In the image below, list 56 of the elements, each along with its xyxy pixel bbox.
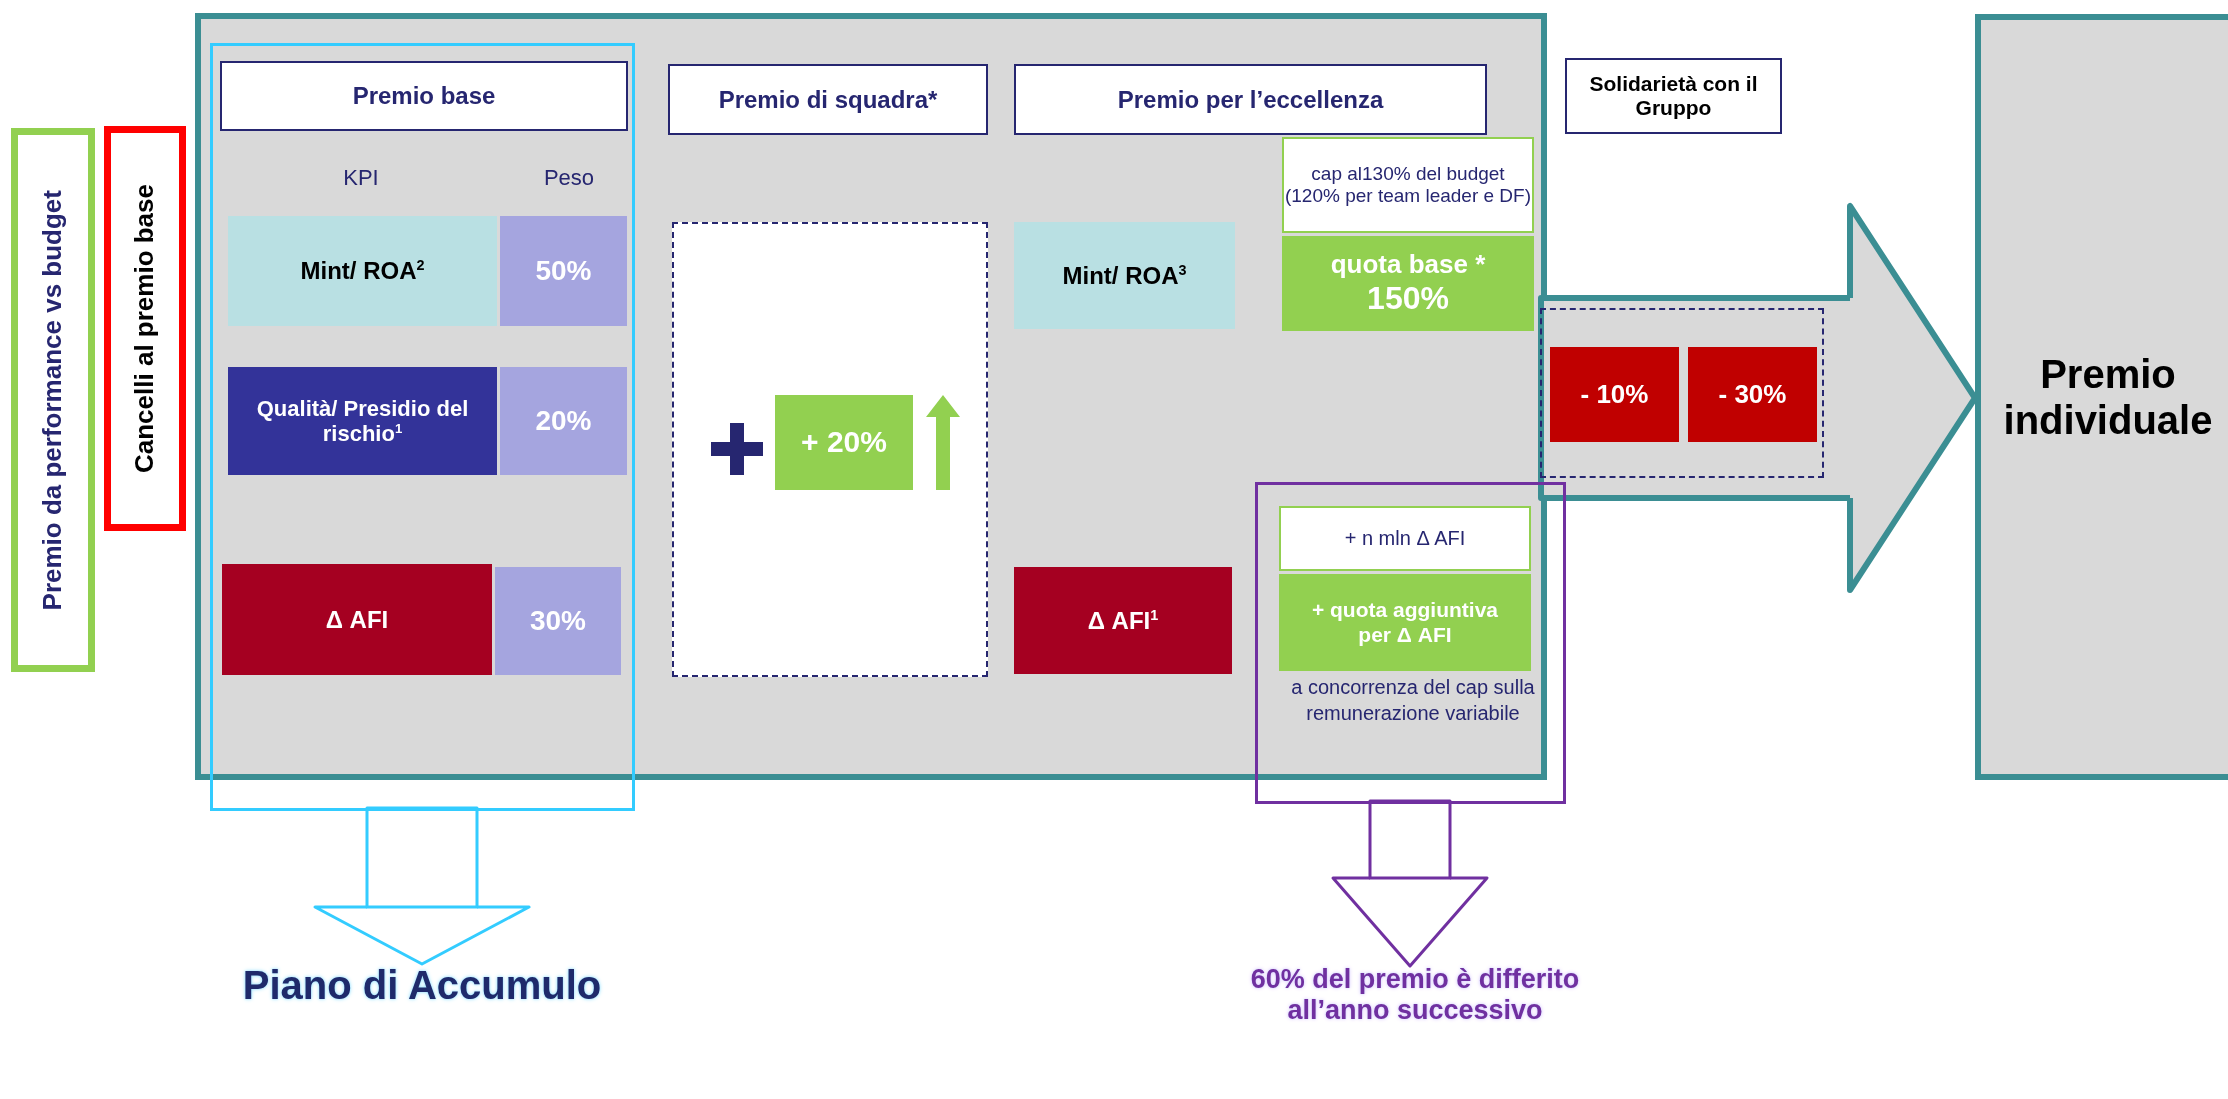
result-box (1975, 14, 2228, 780)
vertical-label: Cancelli al premio base (130, 184, 160, 473)
quota-text: 150% (1367, 280, 1449, 317)
block-arrow (313, 806, 531, 966)
note-box (1282, 137, 1534, 233)
header-box (668, 64, 988, 135)
weight-box (495, 567, 621, 675)
weight-box (500, 367, 627, 475)
outcome-text: 60% del premio è differito all’anno successivo (1250, 964, 1580, 1027)
column-header: Peso (542, 165, 596, 191)
quota-box (1282, 236, 1534, 331)
label-box (11, 128, 95, 672)
kpi-box (228, 367, 497, 475)
header-text: Premio base (352, 82, 496, 110)
dashed-box (672, 222, 988, 677)
weight-box (500, 216, 627, 326)
kpi-box (1014, 222, 1235, 329)
column-header: KPI (342, 165, 380, 191)
weight-value: 20% (535, 404, 592, 438)
header-box (1565, 58, 1782, 134)
kpi-name: Mint/ ROA$^{3}$ (1062, 261, 1187, 290)
note-text: cap al130% del budget (120% per team leader e DF) (1284, 163, 1532, 207)
quota-text: quota base * (1330, 250, 1486, 281)
bonus-box (775, 395, 913, 490)
kpi-box (228, 216, 497, 326)
bonus-value: + 20% (801, 425, 887, 460)
header-box (1014, 64, 1487, 135)
result-text: Premio individuale (2002, 351, 2214, 443)
quota-text: + quota aggiuntiva per Δ AFI (1310, 598, 1500, 647)
block-arrow (1331, 799, 1489, 968)
side-note: a concorrenza del cap sulla remunerazione variabile (1290, 675, 1536, 726)
kpi-box (222, 564, 492, 675)
block-arrow (1538, 203, 1978, 593)
header-box (220, 61, 628, 131)
vertical-label: Premio da performance vs budget (38, 189, 68, 611)
kpi-box (1014, 567, 1232, 674)
note-box (1279, 506, 1531, 571)
label-box (104, 126, 186, 531)
reduction-box (1688, 347, 1817, 442)
outcome-text: Piano di Accumulo (242, 962, 602, 1008)
dashed-box (1540, 308, 1824, 478)
reduction-box (1550, 347, 1679, 442)
kpi-name: Δ AFI$^{1}$ (1087, 606, 1159, 635)
kpi-name: Δ AFI (325, 605, 389, 634)
header-text: Premio per l’eccellenza (1117, 85, 1384, 114)
group-frame (1255, 482, 1566, 804)
note-text: + n mln Δ AFI (1344, 527, 1466, 550)
reduction-value: - 10% (1580, 379, 1649, 410)
header-text: Premio di squadra* (718, 85, 938, 114)
kpi-name: Mint/ ROA$^{2}$ (300, 257, 425, 285)
weight-value: 50% (535, 254, 592, 288)
quota-box (1279, 574, 1531, 671)
weight-value: 30% (529, 604, 586, 638)
kpi-name: Qualità/ Presidio del rischio$^{1}$ (255, 395, 470, 447)
reduction-value: - 30% (1718, 379, 1787, 410)
header-text: Solidarietà con il Gruppo (1588, 71, 1759, 121)
